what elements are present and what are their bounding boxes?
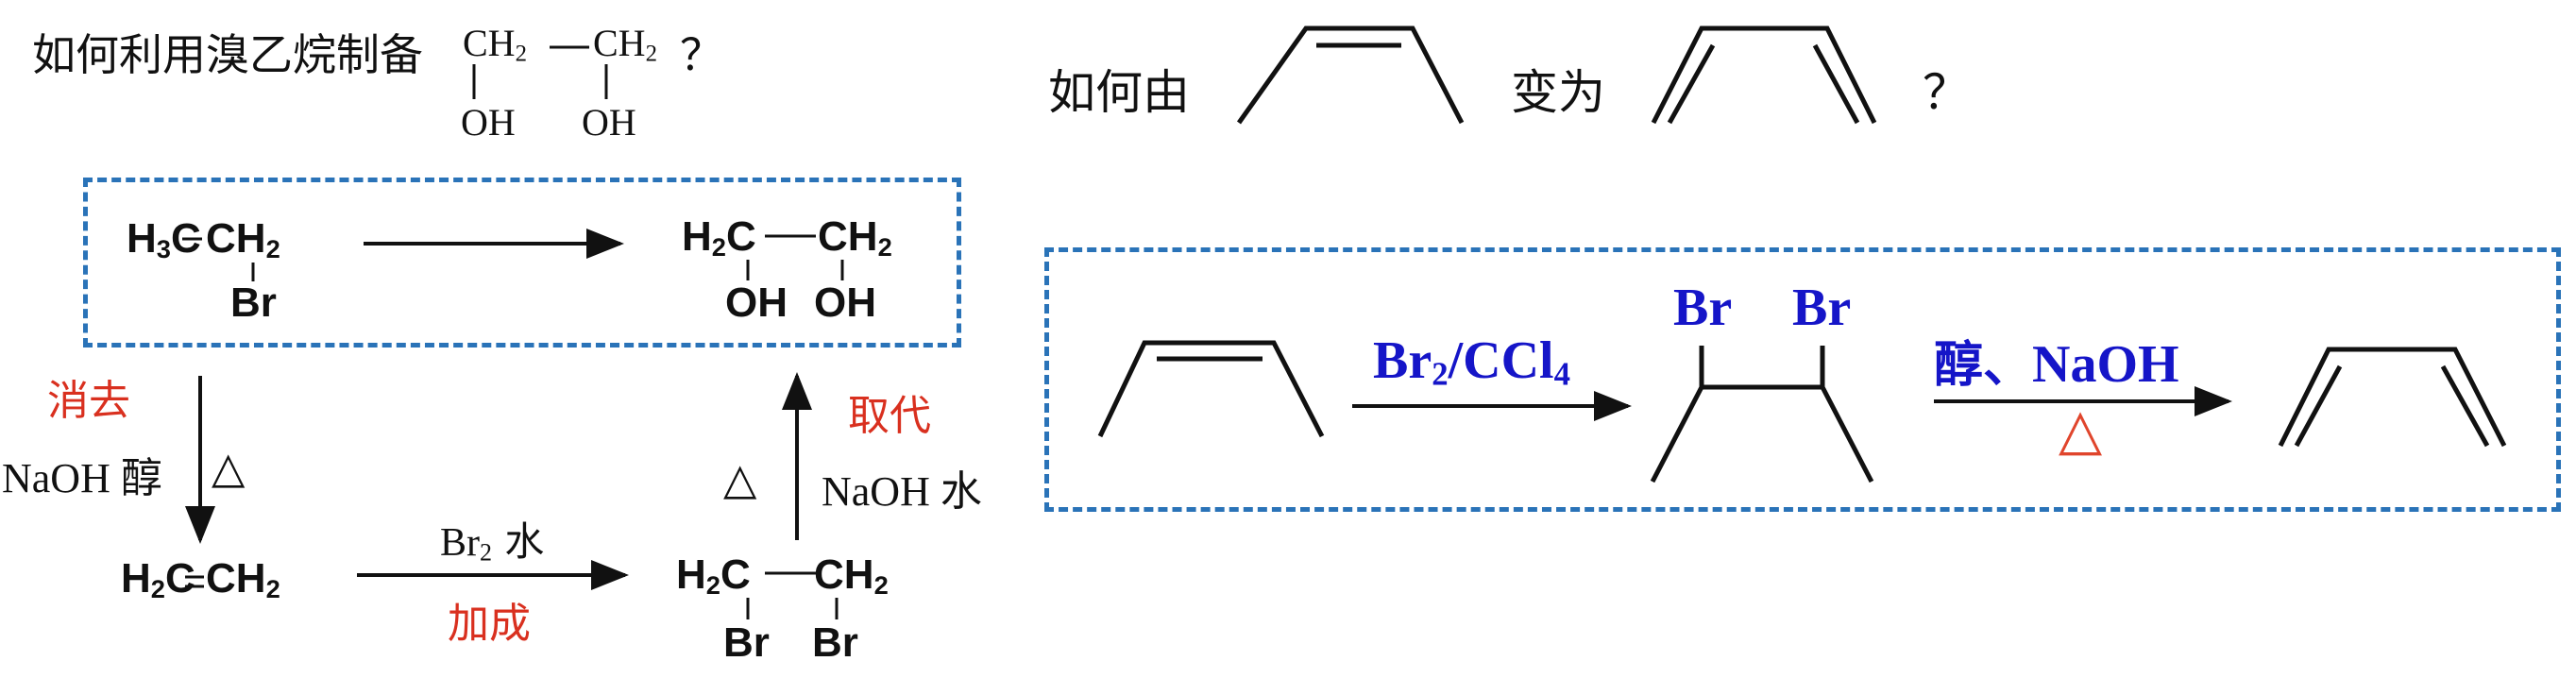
ethanediol-right-carbon: CH2 [818, 213, 892, 262]
ethanediol-oh-left: OH [725, 280, 788, 326]
dibromoethane-left-carbon: H2C [676, 551, 751, 600]
ethanediol-left-carbon: H2C [682, 213, 756, 262]
elimination-heat-right: △ [2059, 397, 2103, 463]
dibromobutane-br-left: Br [1673, 279, 1733, 337]
butadiene-double-left [2294, 364, 2343, 448]
elimination-reagent: NaOH 醇 [2, 455, 162, 501]
substitution-label: 取代 [848, 392, 931, 440]
ethanediol-oh-right: OH [814, 280, 876, 326]
butadiene-skeleton-top [1651, 25, 1877, 125]
cis-butene-skeleton-top [1236, 25, 1465, 125]
left-question: 如何利用溴乙烷制备 [32, 29, 423, 80]
butadiene-double-left-top [1667, 43, 1716, 125]
dibromobutane-skeleton [1650, 384, 1874, 483]
bromoethane-ch2: CH2 [206, 215, 280, 263]
dibromoethane-br-left: Br [723, 619, 770, 666]
target-oh-right: OH [582, 101, 636, 144]
right-scheme-box [1044, 247, 2561, 512]
right-question-mark: ？ [1923, 65, 1970, 120]
right-question-b: 变为 [1511, 65, 1605, 120]
target-ch2-right: CH2 [593, 22, 657, 67]
elimination-reagent-right: 醇、NaOH [1934, 335, 2179, 394]
butadiene-double-right-top [1812, 43, 1860, 125]
target-ch2-left: CH2 [463, 22, 527, 67]
right-question-a: 如何由 [1048, 65, 1190, 120]
target-oh-left: OH [461, 101, 516, 144]
bromoethane-br: Br [230, 280, 277, 326]
substitution-heat: △ [723, 453, 757, 504]
left-scheme-box [83, 178, 961, 348]
dibromoethane-br-right: Br [812, 619, 858, 666]
ethene-right: CH2 [206, 555, 280, 603]
bromination-reagent: Br2/CCl4 [1373, 331, 1570, 393]
addition-reagent: Br2 水 [440, 518, 545, 567]
ethene-left: H2C [121, 555, 195, 603]
cis-butene-skeleton [1097, 340, 1325, 438]
butadiene-skeleton [2278, 347, 2507, 448]
addition-label: 加成 [448, 600, 531, 648]
elimination-heat: △ [212, 442, 246, 493]
bromoethane-formula: H3C [127, 215, 201, 263]
dibromobutane-br-right: Br [1792, 279, 1852, 337]
butadiene-double-right [2440, 364, 2490, 448]
left-question-mark: ？ [680, 29, 723, 80]
elimination-label: 消去 [47, 377, 130, 425]
substitution-reagent: NaOH 水 [822, 468, 982, 515]
dibromoethane-right-carbon: CH2 [814, 551, 889, 600]
